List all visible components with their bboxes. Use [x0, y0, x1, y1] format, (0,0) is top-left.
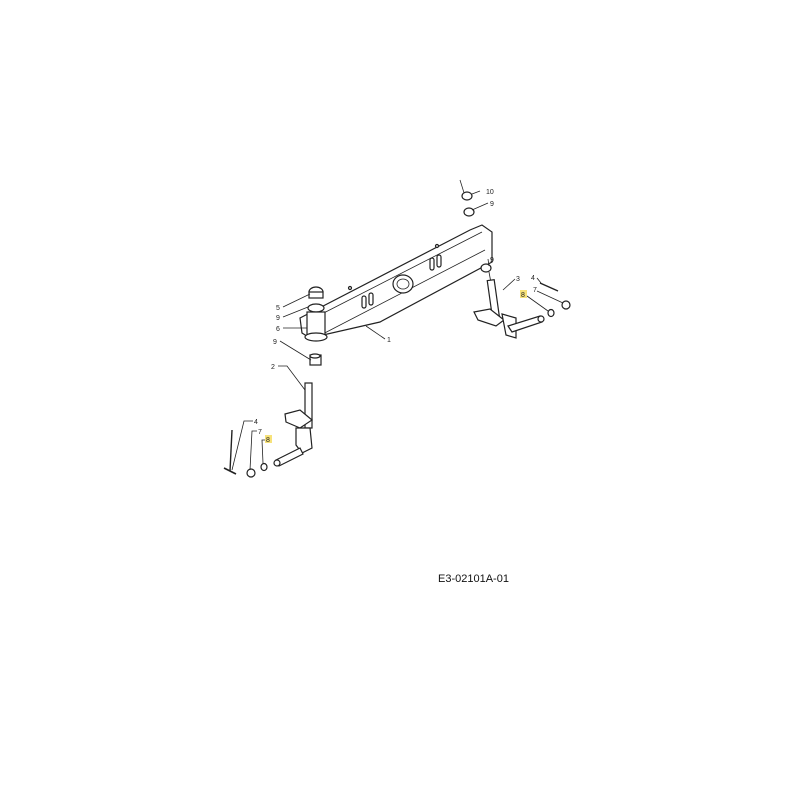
- callout-5: 5: [276, 305, 280, 312]
- right-hardware: [539, 282, 571, 318]
- callout-1: 1: [387, 337, 391, 344]
- callout-9: 9: [490, 201, 494, 208]
- right-pivot-assembly: [459, 179, 497, 311]
- callout-9: 9: [276, 315, 280, 322]
- callout-9: 9: [273, 339, 277, 346]
- left-spindle: [273, 382, 314, 467]
- callout-9: 9: [490, 257, 494, 264]
- callout-10: 10: [486, 189, 494, 196]
- callout-8: 8: [521, 292, 525, 299]
- callout-3: 3: [516, 276, 520, 283]
- callout-4: 4: [254, 419, 258, 426]
- callout-7: 7: [258, 429, 262, 436]
- callout-highlight: [265, 435, 272, 443]
- right-spindle: [473, 278, 545, 339]
- callout-4: 4: [531, 275, 535, 282]
- leader-lines: [231, 190, 564, 471]
- callout-6: 6: [276, 326, 280, 333]
- callout-7: 7: [533, 287, 537, 294]
- drawing-code: E3-02101A-01: [438, 573, 509, 585]
- callout-labels: 10 9 9 3 4 7 8 5 9 6 9 2 1 4 7 8: [254, 189, 537, 444]
- callout-highlight: [520, 290, 527, 298]
- callout-8: 8: [266, 437, 270, 444]
- left-pivot-assembly: [304, 286, 328, 366]
- callout-2: 2: [271, 364, 275, 371]
- axle-beam: [299, 224, 493, 339]
- left-hardware: [223, 429, 268, 478]
